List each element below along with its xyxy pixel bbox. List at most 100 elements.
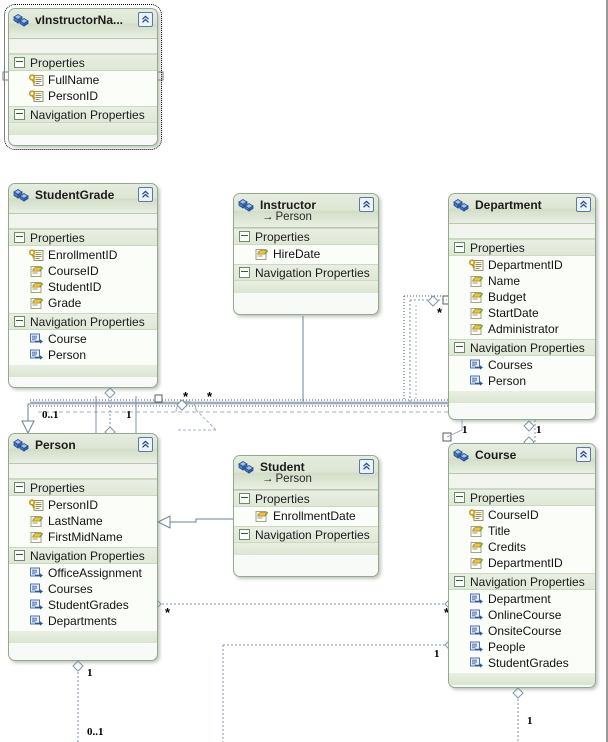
minus-expander-icon[interactable] <box>454 576 465 587</box>
properties-section-header[interactable]: Properties <box>9 229 157 246</box>
property-row[interactable]: HireDate <box>234 246 378 262</box>
property-name: Grade <box>48 296 82 310</box>
property-row[interactable]: PersonID <box>9 88 157 104</box>
property-row[interactable]: Budget <box>449 289 595 305</box>
entity-department[interactable]: Department Properties DepartmentID <box>448 193 596 420</box>
navigation-property-row[interactable]: StudentGrades <box>9 597 157 613</box>
navigation-property-row[interactable]: OnsiteCourse <box>449 623 595 639</box>
entity-header[interactable]: StudentGrade <box>9 184 157 214</box>
entity-header[interactable]: Department <box>449 194 595 224</box>
entity-header[interactable]: Course <box>449 444 595 474</box>
property-name: EnrollmentDate <box>273 509 356 523</box>
entity-header[interactable]: Instructor →Person <box>234 194 378 228</box>
property-row[interactable]: FirstMidName <box>9 529 157 545</box>
minus-expander-icon[interactable] <box>14 316 25 327</box>
collapse-entity-button[interactable] <box>359 459 374 474</box>
property-row[interactable]: Credits <box>449 539 595 555</box>
property-row[interactable]: StudentID <box>9 279 157 295</box>
navigation-property-row[interactable]: Person <box>449 373 595 389</box>
property-row[interactable]: Grade <box>9 295 157 311</box>
properties-section-header[interactable]: Properties <box>449 489 595 506</box>
minus-expander-icon[interactable] <box>14 57 25 68</box>
entity-title: Course <box>475 447 517 462</box>
navigation-properties-list: Course Person <box>9 330 157 365</box>
navigation-properties-section-header[interactable]: Navigation Properties <box>9 106 157 123</box>
navigation-property-row[interactable]: StudentGrades <box>449 655 595 671</box>
navigation-property-icon <box>470 593 483 604</box>
property-row[interactable]: CourseID <box>9 263 157 279</box>
minus-expander-icon[interactable] <box>14 482 25 493</box>
minus-expander-icon[interactable] <box>454 492 465 503</box>
entity-icon <box>453 199 469 212</box>
property-row[interactable]: DepartmentID <box>449 257 595 273</box>
entity-course[interactable]: Course Properties CourseID <box>448 443 596 688</box>
entity-person[interactable]: Person Properties PersonID <box>8 433 158 661</box>
properties-section-header[interactable]: Properties <box>234 228 378 245</box>
entity-icon <box>13 439 29 452</box>
scalar-property-icon <box>470 525 484 537</box>
navigation-property-row[interactable]: People <box>449 639 595 655</box>
entity-icon <box>238 199 254 212</box>
collapse-entity-button[interactable] <box>576 197 591 212</box>
navigation-property-row[interactable]: Course <box>9 331 157 347</box>
navigation-properties-section-header[interactable]: Navigation Properties <box>234 264 378 281</box>
navigation-property-row[interactable]: Department <box>449 591 595 607</box>
property-row[interactable]: StartDate <box>449 305 595 321</box>
navigation-property-row[interactable]: Departments <box>9 613 157 629</box>
minus-expander-icon[interactable] <box>239 231 250 242</box>
collapse-entity-button[interactable] <box>576 447 591 462</box>
property-row[interactable]: EnrollmentDate <box>234 508 378 524</box>
property-row[interactable]: FullName <box>9 72 157 88</box>
properties-section-header[interactable]: Properties <box>9 54 157 71</box>
properties-list: HireDate <box>234 245 378 264</box>
properties-section-header[interactable]: Properties <box>449 239 595 256</box>
entity-header[interactable]: vInstructorNa... <box>9 9 157 39</box>
collapse-entity-button[interactable] <box>359 197 374 212</box>
property-row[interactable]: Administrator <box>449 321 595 337</box>
property-row[interactable]: EnrollmentID <box>9 247 157 263</box>
entity-header[interactable]: Person <box>9 434 157 464</box>
multiplicity-label: * <box>165 605 171 620</box>
navigation-property-row[interactable]: Courses <box>9 581 157 597</box>
minus-expander-icon[interactable] <box>239 267 250 278</box>
navigation-properties-section-header[interactable]: Navigation Properties <box>449 339 595 356</box>
navigation-properties-section-header[interactable]: Navigation Properties <box>9 313 157 330</box>
entity-header[interactable]: Student →Person <box>234 456 378 490</box>
minus-expander-icon[interactable] <box>14 550 25 561</box>
entity-icon <box>13 189 29 202</box>
navigation-properties-section-header[interactable]: Navigation Properties <box>449 573 595 590</box>
navigation-property-row[interactable]: OnlineCourse <box>449 607 595 623</box>
property-row[interactable]: Name <box>449 273 595 289</box>
key-property-icon <box>29 89 44 102</box>
property-row[interactable]: DepartmentID <box>449 555 595 571</box>
minus-expander-icon[interactable] <box>454 342 465 353</box>
navigation-properties-section-header[interactable]: Navigation Properties <box>9 547 157 564</box>
entity-instructor[interactable]: Instructor →Person Properties HireDate N… <box>233 193 379 315</box>
minus-expander-icon[interactable] <box>239 493 250 504</box>
property-row[interactable]: LastName <box>9 513 157 529</box>
property-row[interactable]: Title <box>449 523 595 539</box>
navigation-property-row[interactable]: OfficeAssignment <box>9 565 157 581</box>
navigation-properties-section-header[interactable]: Navigation Properties <box>234 526 378 543</box>
collapse-entity-button[interactable] <box>138 187 153 202</box>
properties-label: Properties <box>470 490 525 505</box>
property-row[interactable]: CourseID <box>449 507 595 523</box>
minus-expander-icon[interactable] <box>454 242 465 253</box>
entity-studentgrade[interactable]: StudentGrade Properties EnrollmentID <box>8 183 158 388</box>
property-row[interactable]: PersonID <box>9 497 157 513</box>
properties-section-header[interactable]: Properties <box>234 490 378 507</box>
entity-vinstructorname[interactable]: vInstructorNa... Properties FullName <box>4 4 162 150</box>
collapse-entity-button[interactable] <box>138 437 153 452</box>
navigation-property-row[interactable]: Person <box>9 347 157 363</box>
properties-section-header[interactable]: Properties <box>9 479 157 496</box>
header-spacer <box>9 464 157 479</box>
property-name: Budget <box>488 290 527 304</box>
collapse-entity-button[interactable] <box>138 12 153 27</box>
minus-expander-icon[interactable] <box>14 109 25 120</box>
entity-student[interactable]: Student →Person Properties EnrollmentDat… <box>233 455 379 577</box>
entity-title: Student <box>260 459 305 474</box>
navigation-property-row[interactable]: Courses <box>449 357 595 373</box>
minus-expander-icon[interactable] <box>14 232 25 243</box>
minus-expander-icon[interactable] <box>239 529 250 540</box>
